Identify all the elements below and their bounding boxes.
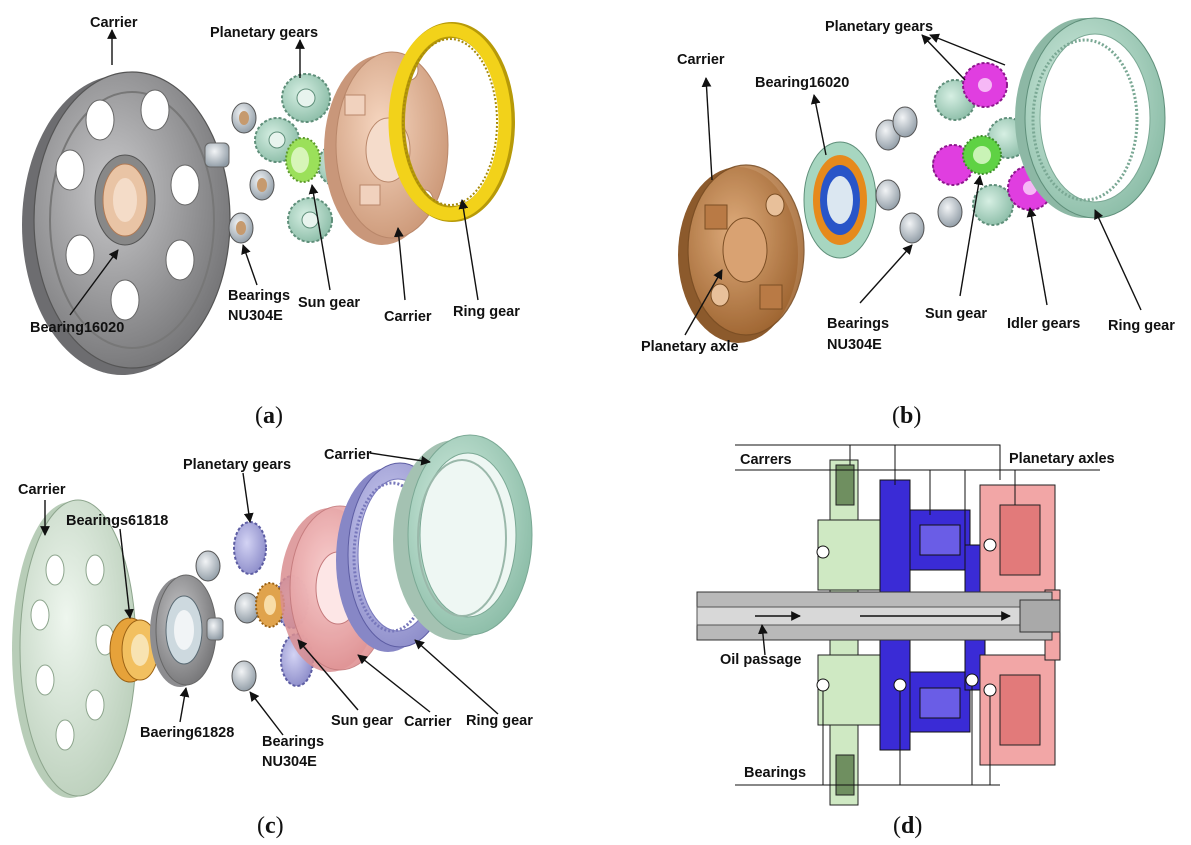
- bearing-61828-c: [150, 574, 224, 687]
- label-planetary-axles-d: Planetary axles: [1009, 451, 1115, 467]
- bearing-61818-c: [109, 617, 159, 683]
- section-shaft: [696, 591, 1061, 641]
- label-nu304e-a: NU304E: [228, 308, 283, 324]
- carrier-disc-a: [22, 71, 231, 375]
- label-oil-passage-d: Oil passage: [720, 652, 801, 668]
- panel-d: Carrers Planetary axles Oil passage Bear…: [696, 444, 1115, 839]
- label-carrers-d: Carrers: [740, 452, 792, 468]
- section-bearings: [816, 538, 997, 697]
- label-carrier-right-a: Carrier: [384, 309, 432, 325]
- label-nu304e-c: NU304E: [262, 754, 317, 770]
- caption-b: (b): [892, 403, 921, 429]
- panel-c: Carrier Bearings61818 Planetary gears Ca…: [12, 434, 533, 839]
- panel-a: Carrier Planetary gears Bearing16020 Bea…: [22, 15, 520, 429]
- label-ring-gear-b: Ring gear: [1108, 318, 1175, 334]
- label-bearings-b: Bearings: [827, 316, 889, 332]
- label-carrier-left-a: Carrier: [90, 15, 138, 31]
- label-baering-61828-c: Baering61828: [140, 725, 234, 741]
- carrier-plate-c: [12, 499, 137, 798]
- label-idler-gears-b: Idler gears: [1007, 316, 1080, 332]
- label-bearings-a: Bearings: [228, 288, 290, 304]
- label-ring-gear-c: Ring gear: [466, 713, 533, 729]
- label-planetary-gears-b: Planetary gears: [825, 19, 933, 35]
- shaft-stub-a: [204, 142, 230, 168]
- label-sun-gear-b: Sun gear: [925, 306, 987, 322]
- label-planetary-gears-a: Planetary gears: [210, 25, 318, 41]
- bearing-16020-b: [803, 141, 877, 259]
- label-planetary-gears-c: Planetary gears: [183, 457, 291, 473]
- label-carrier-left-c: Carrier: [18, 482, 66, 498]
- caption-c: (c): [257, 813, 284, 839]
- ring-gear-a: [388, 22, 515, 222]
- label-bearings-d: Bearings: [744, 765, 806, 781]
- section-carrier-pink: [979, 484, 1061, 766]
- caption-a: (a): [255, 403, 283, 429]
- carrier-outer-c: [393, 434, 533, 640]
- bearings-nu304e-c: [195, 550, 260, 692]
- carrier-bronze-b: [678, 164, 805, 343]
- label-carrier-b: Carrier: [677, 52, 725, 68]
- label-ring-gear-a: Ring gear: [453, 304, 520, 320]
- label-planetary-axle-b: Planetary axle: [641, 339, 739, 355]
- bearings-nu304e-a: [228, 102, 275, 244]
- label-carrier-top-c: Carrier: [324, 447, 372, 463]
- sun-gear-a: [285, 137, 321, 183]
- label-bearing-a: Bearing16020: [30, 320, 124, 336]
- label-sun-gear-c: Sun gear: [331, 713, 393, 729]
- label-carrier-mid-c: Carrier: [404, 714, 452, 730]
- caption-d: (d): [893, 813, 922, 839]
- sun-gear-c: [255, 582, 285, 628]
- label-bearings-c: Bearings: [262, 734, 324, 750]
- label-bearings-61818-c: Bearings61818: [66, 513, 168, 529]
- label-bearing-b: Bearing16020: [755, 75, 849, 91]
- label-sun-gear-a: Sun gear: [298, 295, 360, 311]
- sun-gear-b: [962, 135, 1002, 175]
- carrier-peach-a: [324, 51, 449, 245]
- label-nu304e-b: NU304E: [827, 337, 882, 353]
- leader-lines-d: [735, 444, 1100, 786]
- panel-b: Carrier Bearing16020 Planetary gears Pla…: [641, 17, 1175, 429]
- ring-gear-b: [1015, 17, 1166, 219]
